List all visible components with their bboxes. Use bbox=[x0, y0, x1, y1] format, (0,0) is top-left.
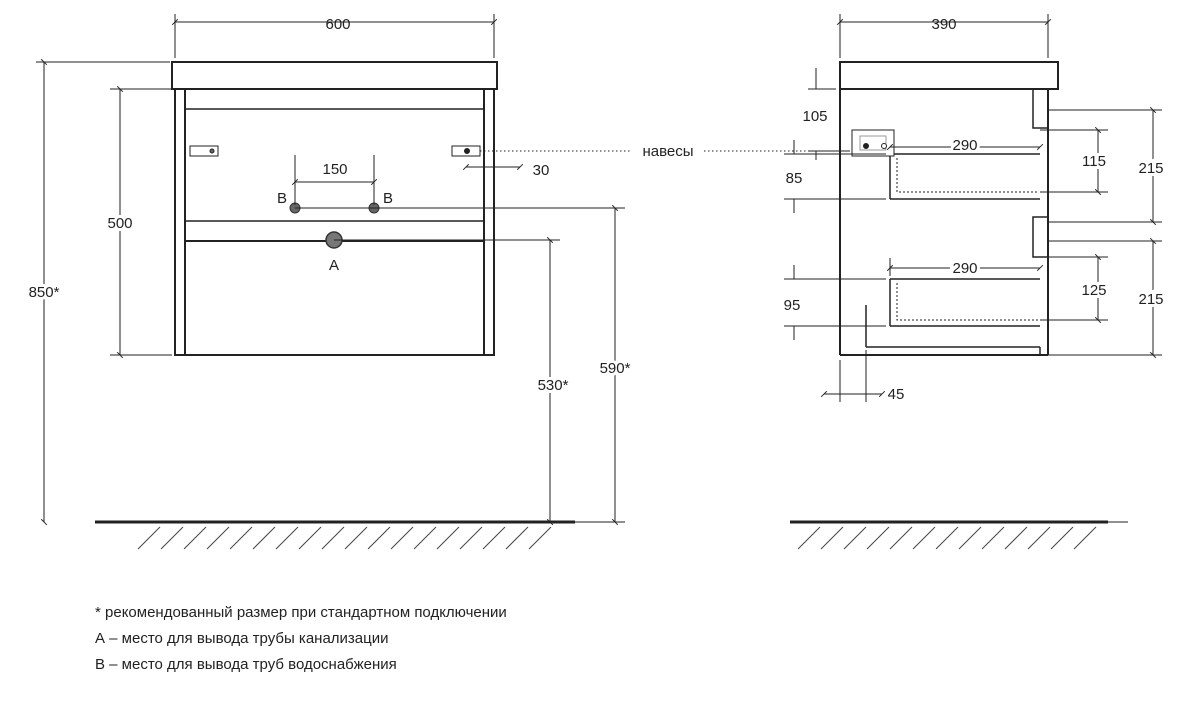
hinges-label: навесы bbox=[642, 143, 693, 160]
side-inner-height-bottom-label: 125 bbox=[1081, 282, 1106, 299]
note-drain: А – место для вывода трубы канализации bbox=[95, 630, 389, 647]
side-depth-label: 390 bbox=[931, 16, 956, 33]
legend-notes: * рекомендованный размер при стандартном… bbox=[95, 600, 507, 678]
front-body-height-label: 500 bbox=[107, 215, 132, 232]
side-drawer-height-bottom-label: 215 bbox=[1138, 291, 1163, 308]
hinge-offset-label: 30 bbox=[533, 162, 550, 179]
side-bottom-front-fascia bbox=[1032, 216, 1049, 258]
front-top-panel bbox=[184, 88, 485, 110]
side-drawer-depth-bottom-label: 290 bbox=[952, 260, 977, 277]
supply-label-right: B bbox=[383, 190, 393, 207]
front-left-side bbox=[174, 88, 186, 356]
side-top-gap-label: 105 bbox=[802, 108, 827, 125]
drain-label: A bbox=[329, 257, 339, 274]
front-width-label: 600 bbox=[325, 16, 350, 33]
side-drawer-height-top-label: 215 bbox=[1138, 160, 1163, 177]
drain-height-label: 530* bbox=[538, 377, 569, 394]
front-total-height-label: 850* bbox=[29, 284, 60, 301]
supply-label-left: B bbox=[277, 190, 287, 207]
hinge-bracket-left bbox=[189, 145, 219, 157]
front-right-side bbox=[483, 88, 495, 356]
side-top-front-fascia bbox=[1032, 88, 1049, 129]
supply-height-label: 590* bbox=[600, 360, 631, 377]
side-drawer-depth-top-label: 290 bbox=[952, 137, 977, 154]
side-hinge-bracket bbox=[851, 129, 895, 157]
side-bottom-offset-label: 95 bbox=[784, 297, 801, 314]
front-countertop bbox=[171, 61, 498, 90]
hinge-bracket-right bbox=[451, 145, 481, 157]
side-view bbox=[839, 61, 1059, 356]
front-dimensions bbox=[36, 14, 632, 526]
side-countertop bbox=[839, 61, 1059, 90]
side-top-offset-label: 85 bbox=[786, 170, 803, 187]
side-back-offset-label: 45 bbox=[888, 386, 905, 403]
note-supply: В – место для вывода труб водоснабжения bbox=[95, 656, 397, 673]
side-inner-height-top-label: 115 bbox=[1082, 153, 1106, 170]
side-floor bbox=[790, 520, 1128, 550]
note-recommended: * рекомендованный размер при стандартном… bbox=[95, 604, 507, 621]
pipe-spacing-label: 150 bbox=[322, 161, 347, 178]
front-floor bbox=[95, 520, 625, 550]
side-dimensions bbox=[704, 14, 1162, 402]
